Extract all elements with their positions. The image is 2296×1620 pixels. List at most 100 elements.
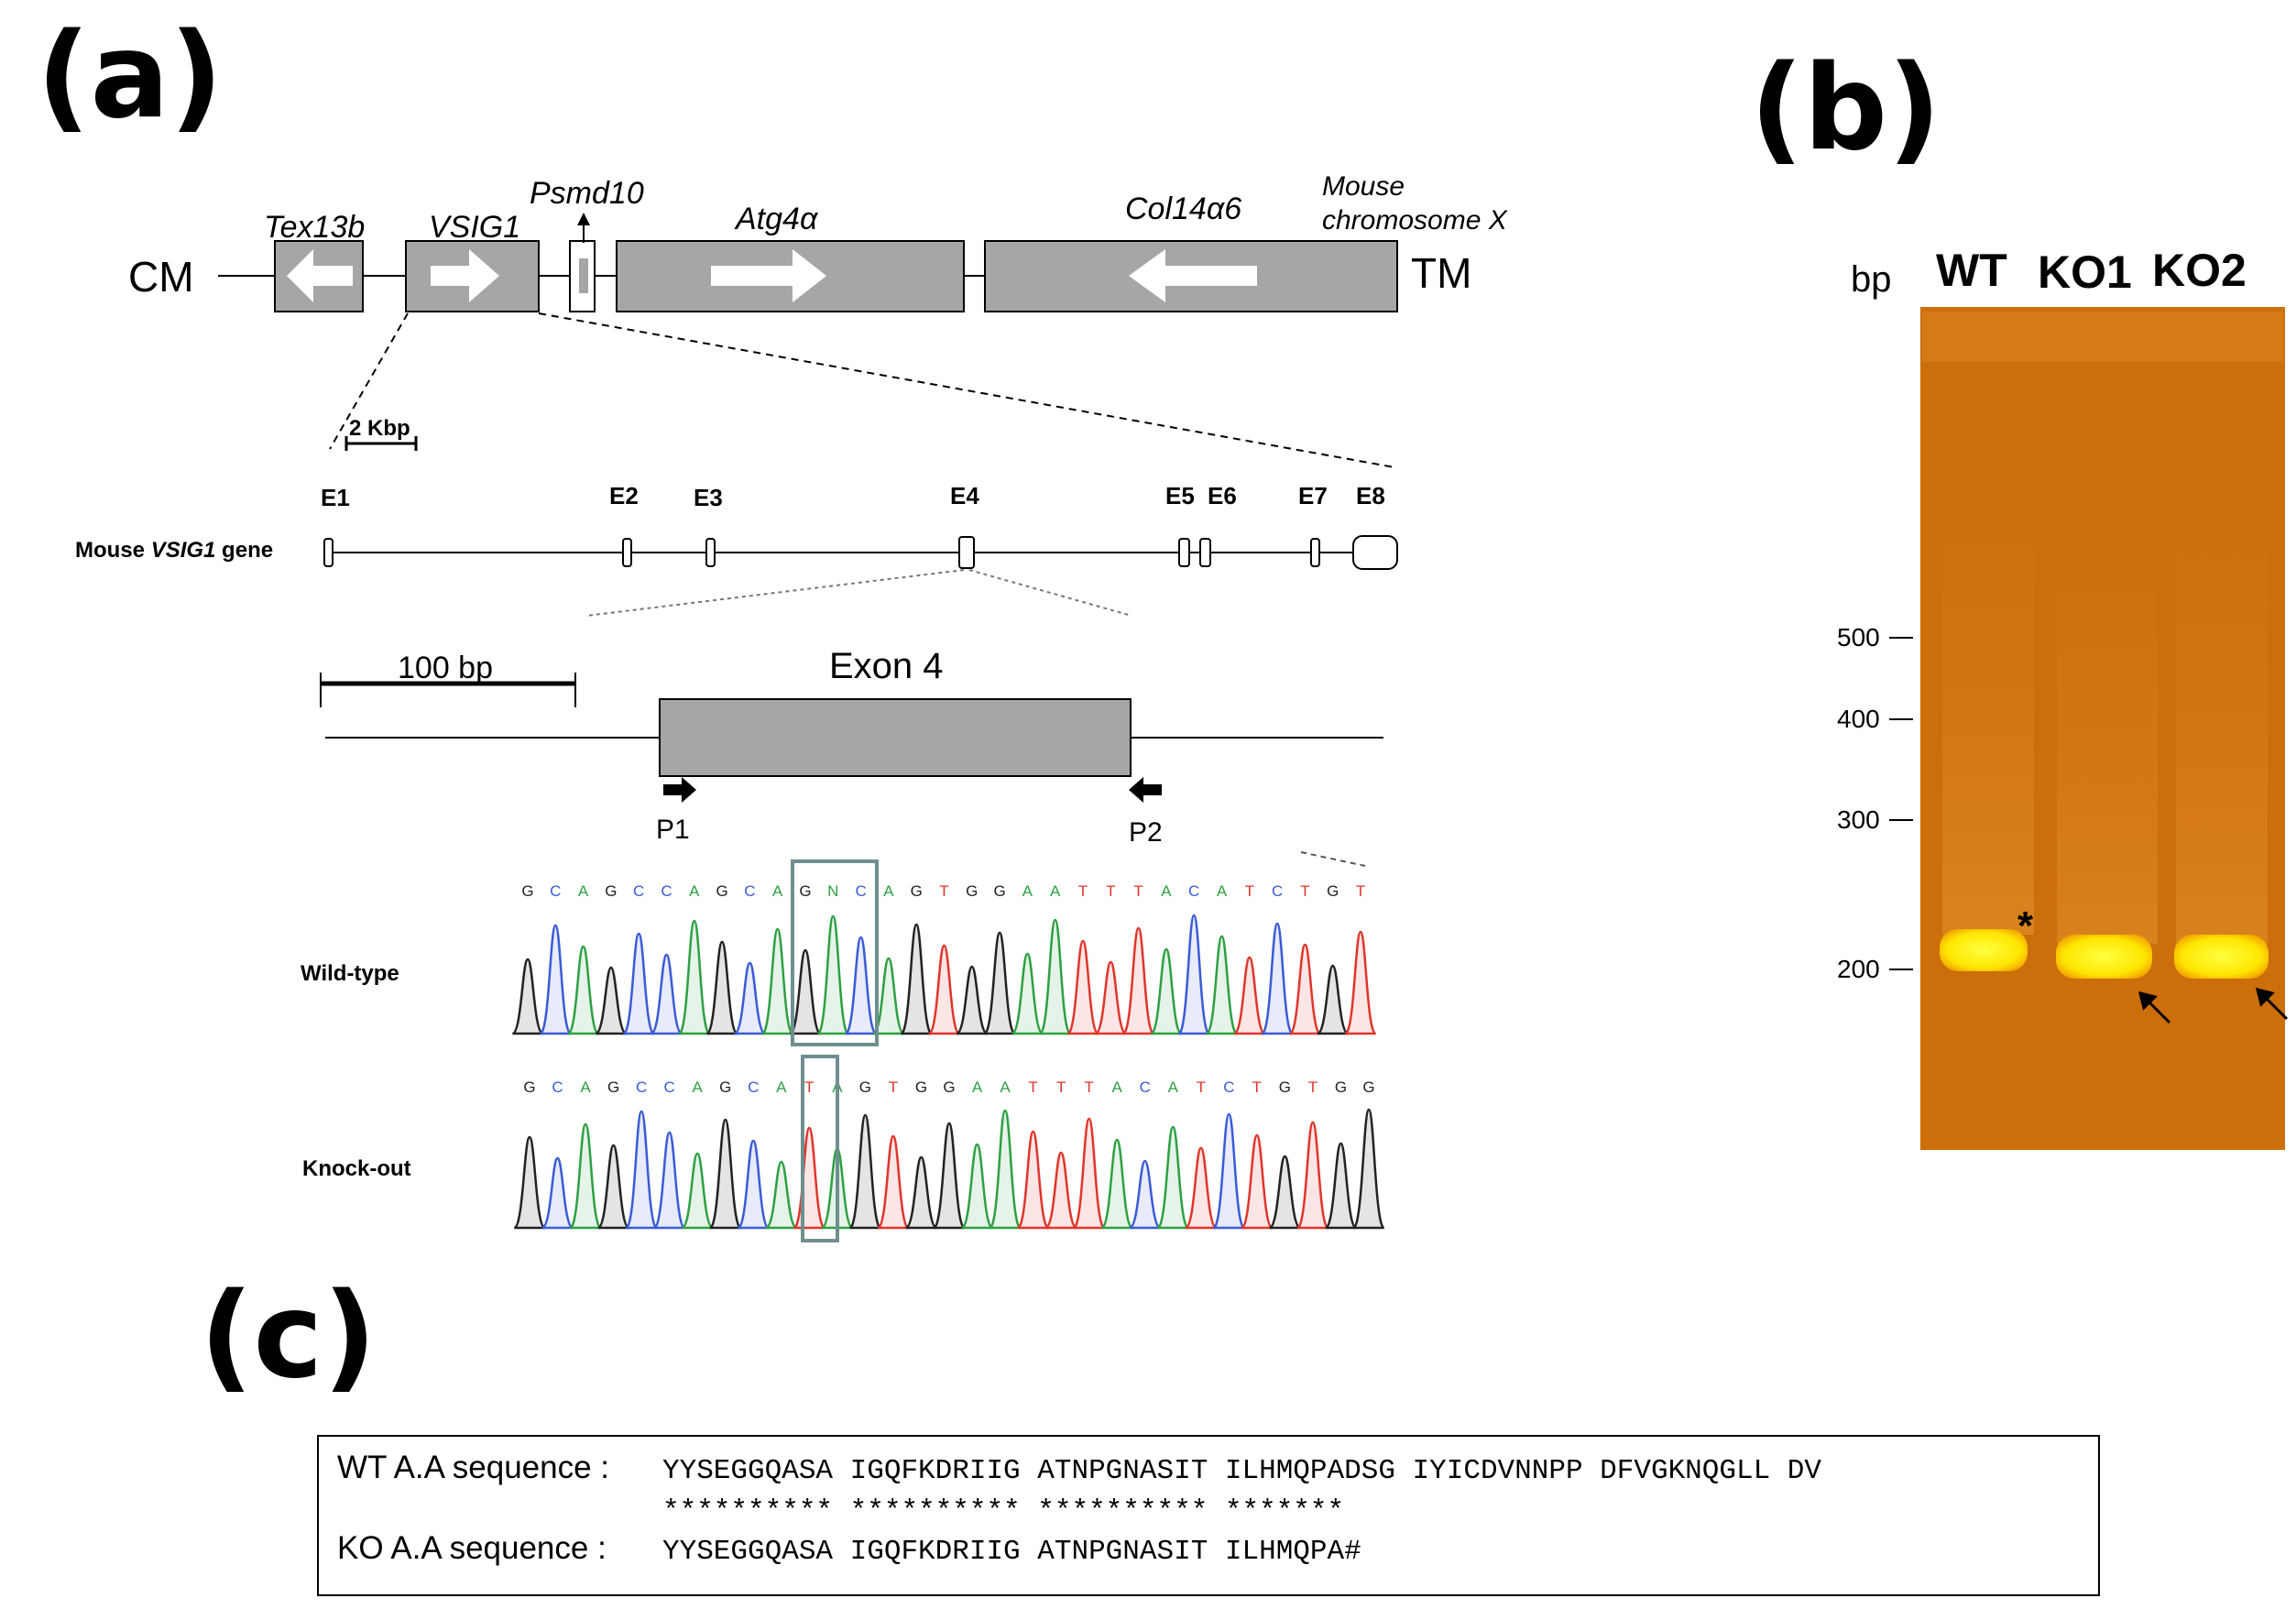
band-ko1 xyxy=(2056,935,2152,979)
base-call: C xyxy=(1272,882,1283,900)
deletion-arrows xyxy=(2137,987,2289,1024)
base-call: A xyxy=(772,882,783,900)
trace-peak xyxy=(1232,956,1266,1035)
base-call: T xyxy=(1252,1078,1262,1096)
conservation-row: ********** ********** ********** ******* xyxy=(337,1490,1344,1527)
trace-peak xyxy=(1150,947,1183,1035)
tm-label: TM xyxy=(1411,249,1471,297)
trace-peak xyxy=(625,1110,659,1230)
trace-peak xyxy=(512,1135,547,1230)
reverse-arrow-icon xyxy=(1129,249,1257,302)
trace-peak xyxy=(1296,1121,1329,1230)
trace-peak xyxy=(1156,1125,1190,1230)
exon-label-e6: E6 xyxy=(1208,482,1237,509)
trace-peak xyxy=(1288,943,1322,1035)
base-call: G xyxy=(1362,1078,1374,1096)
base-call: C xyxy=(552,1078,563,1096)
exon-labels: E1 E2 E3 E4 E5 E6 E7 E8 xyxy=(321,482,1385,511)
trace-peak xyxy=(960,1143,994,1230)
trace-peak xyxy=(1072,1117,1106,1230)
trace-peak xyxy=(872,957,905,1035)
base-call: N xyxy=(827,882,838,900)
base-call: A xyxy=(1168,1078,1179,1096)
base-call: C xyxy=(748,1078,759,1096)
knockout-label: Knock-out xyxy=(302,1156,411,1181)
lane-label-wt: WT xyxy=(1936,245,2007,296)
base-call: G xyxy=(966,882,978,900)
gene-label-psmd10: Psmd10 xyxy=(530,176,644,211)
gene-vsig1: VSIG1 xyxy=(405,210,540,312)
base-call: C xyxy=(1140,1078,1151,1096)
trace-peak xyxy=(1011,952,1044,1035)
primer-p1-arrow-icon xyxy=(663,777,696,803)
base-call: G xyxy=(605,882,617,900)
gene-atg4a: Atg4α xyxy=(616,202,965,312)
lane-label-ko1: KO1 xyxy=(2038,246,2132,298)
base-call: A xyxy=(1112,1078,1123,1096)
base-call: T xyxy=(1300,882,1309,900)
base-call: G xyxy=(943,1078,955,1096)
exon-label-e4: E4 xyxy=(950,482,979,509)
trace-peak xyxy=(900,923,934,1035)
base-call: T xyxy=(804,1078,814,1096)
marker-500: 500 xyxy=(1837,623,1880,651)
trace-peak xyxy=(1240,1133,1274,1230)
ko-aa-row: KO A.A sequence :YYSEGGQASA IGQFKDRIIG A… xyxy=(337,1530,1361,1568)
exon-label-e7: E7 xyxy=(1298,482,1328,509)
wildtype-trace xyxy=(511,914,1377,1035)
marker-300: 300 xyxy=(1837,805,1880,834)
asterisk-mark: * xyxy=(2017,903,2034,948)
base-call: A xyxy=(580,1078,591,1096)
marker-200: 200 xyxy=(1837,955,1880,983)
base-call: G xyxy=(521,882,533,900)
trace-peak xyxy=(596,1144,630,1230)
base-call: G xyxy=(993,882,1005,900)
trace-peak xyxy=(595,966,628,1035)
base-call: G xyxy=(799,882,811,900)
trace-peak xyxy=(681,1152,715,1230)
trace-peak xyxy=(989,1109,1022,1230)
trace-peak xyxy=(760,927,794,1035)
trace-peak xyxy=(1038,918,1072,1035)
exon-zoom-line-right xyxy=(968,569,1132,617)
wt-aa-row: WT A.A sequence :YYSEGGQASA IGQFKDRIIG A… xyxy=(337,1450,1821,1487)
base-call: T xyxy=(1056,1078,1066,1096)
trace-peak xyxy=(677,919,711,1035)
band-ko2 xyxy=(2174,935,2269,979)
base-call: C xyxy=(855,882,866,900)
band-wt xyxy=(1940,929,2028,971)
base-call: C xyxy=(744,882,755,900)
exon-label-e3: E3 xyxy=(694,484,723,511)
base-call: A xyxy=(972,1078,983,1096)
gene-label-tex13b: Tex13b xyxy=(264,210,365,245)
base-call: C xyxy=(633,882,644,900)
base-call: G xyxy=(523,1078,535,1096)
trace-peak xyxy=(1212,1112,1246,1230)
trace-peak xyxy=(956,965,989,1035)
chromosome-label-line1: Mouse xyxy=(1322,171,1405,202)
wt-aa-sequence: YYSEGGQASA IGQFKDRIIG ATNPGNASIT ILHMQPA… xyxy=(662,1455,1822,1487)
trace-peak xyxy=(622,932,656,1035)
wildtype-highlight-box xyxy=(791,859,879,1046)
trace-peak xyxy=(737,1139,771,1230)
trace-peak xyxy=(1100,1138,1134,1230)
base-call: A xyxy=(1050,882,1061,900)
gene-tex13b: Tex13b xyxy=(264,210,365,312)
base-call: T xyxy=(1078,882,1088,900)
trace-peak xyxy=(511,958,544,1035)
scale-bar-100bp: 100 bp xyxy=(320,651,576,707)
zoom-line-left xyxy=(329,312,409,450)
base-call: A xyxy=(1000,1078,1011,1096)
exon-label-e5: E5 xyxy=(1165,482,1195,509)
base-call: G xyxy=(1279,1078,1291,1096)
trace-peak xyxy=(708,1118,742,1230)
base-call: A xyxy=(689,882,700,900)
panel-label-b: (b) xyxy=(1750,40,1941,177)
exon-label-e8: E8 xyxy=(1356,482,1385,509)
zoom-line-right xyxy=(538,312,1395,468)
trace-peak xyxy=(1016,1130,1050,1230)
exon4-title: Exon 4 xyxy=(829,646,944,686)
gel-wells xyxy=(1922,312,2283,362)
